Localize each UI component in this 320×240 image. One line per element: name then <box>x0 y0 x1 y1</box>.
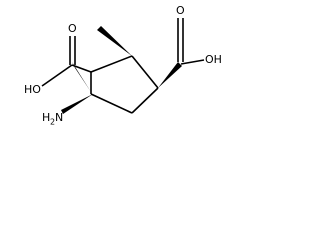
methyl-wedge-bond <box>97 26 132 56</box>
atom-label-hydroxyl-right: OH <box>205 53 222 66</box>
bond-c1-cooh-left <box>71 64 92 73</box>
right-carboxyl-wedge-bond <box>158 62 182 88</box>
amine-subscript: 2 <box>50 118 55 127</box>
bond-c1-c5 <box>90 93 133 114</box>
atom-label-hydroxyl-left: HO <box>24 83 41 96</box>
amine-n-text: N <box>55 111 63 124</box>
atom-label-amine: H 2 N <box>42 111 63 127</box>
amine-wedge-bond <box>61 94 93 114</box>
atom-label-oxygen-left: O <box>68 22 77 35</box>
bond-c3-c2 <box>90 55 133 73</box>
bond-c4-c3 <box>131 55 159 89</box>
bond-left-c-oh <box>41 64 73 87</box>
chemical-structure: O HO O OH H 2 N <box>24 4 222 127</box>
atom-label-oxygen-right: O <box>176 4 185 17</box>
carboxyl-wedge-bond <box>72 62 91 92</box>
bond-right-c-oh <box>180 59 205 65</box>
amine-h-text: H <box>42 111 50 124</box>
bond-c5-c4 <box>131 87 159 114</box>
